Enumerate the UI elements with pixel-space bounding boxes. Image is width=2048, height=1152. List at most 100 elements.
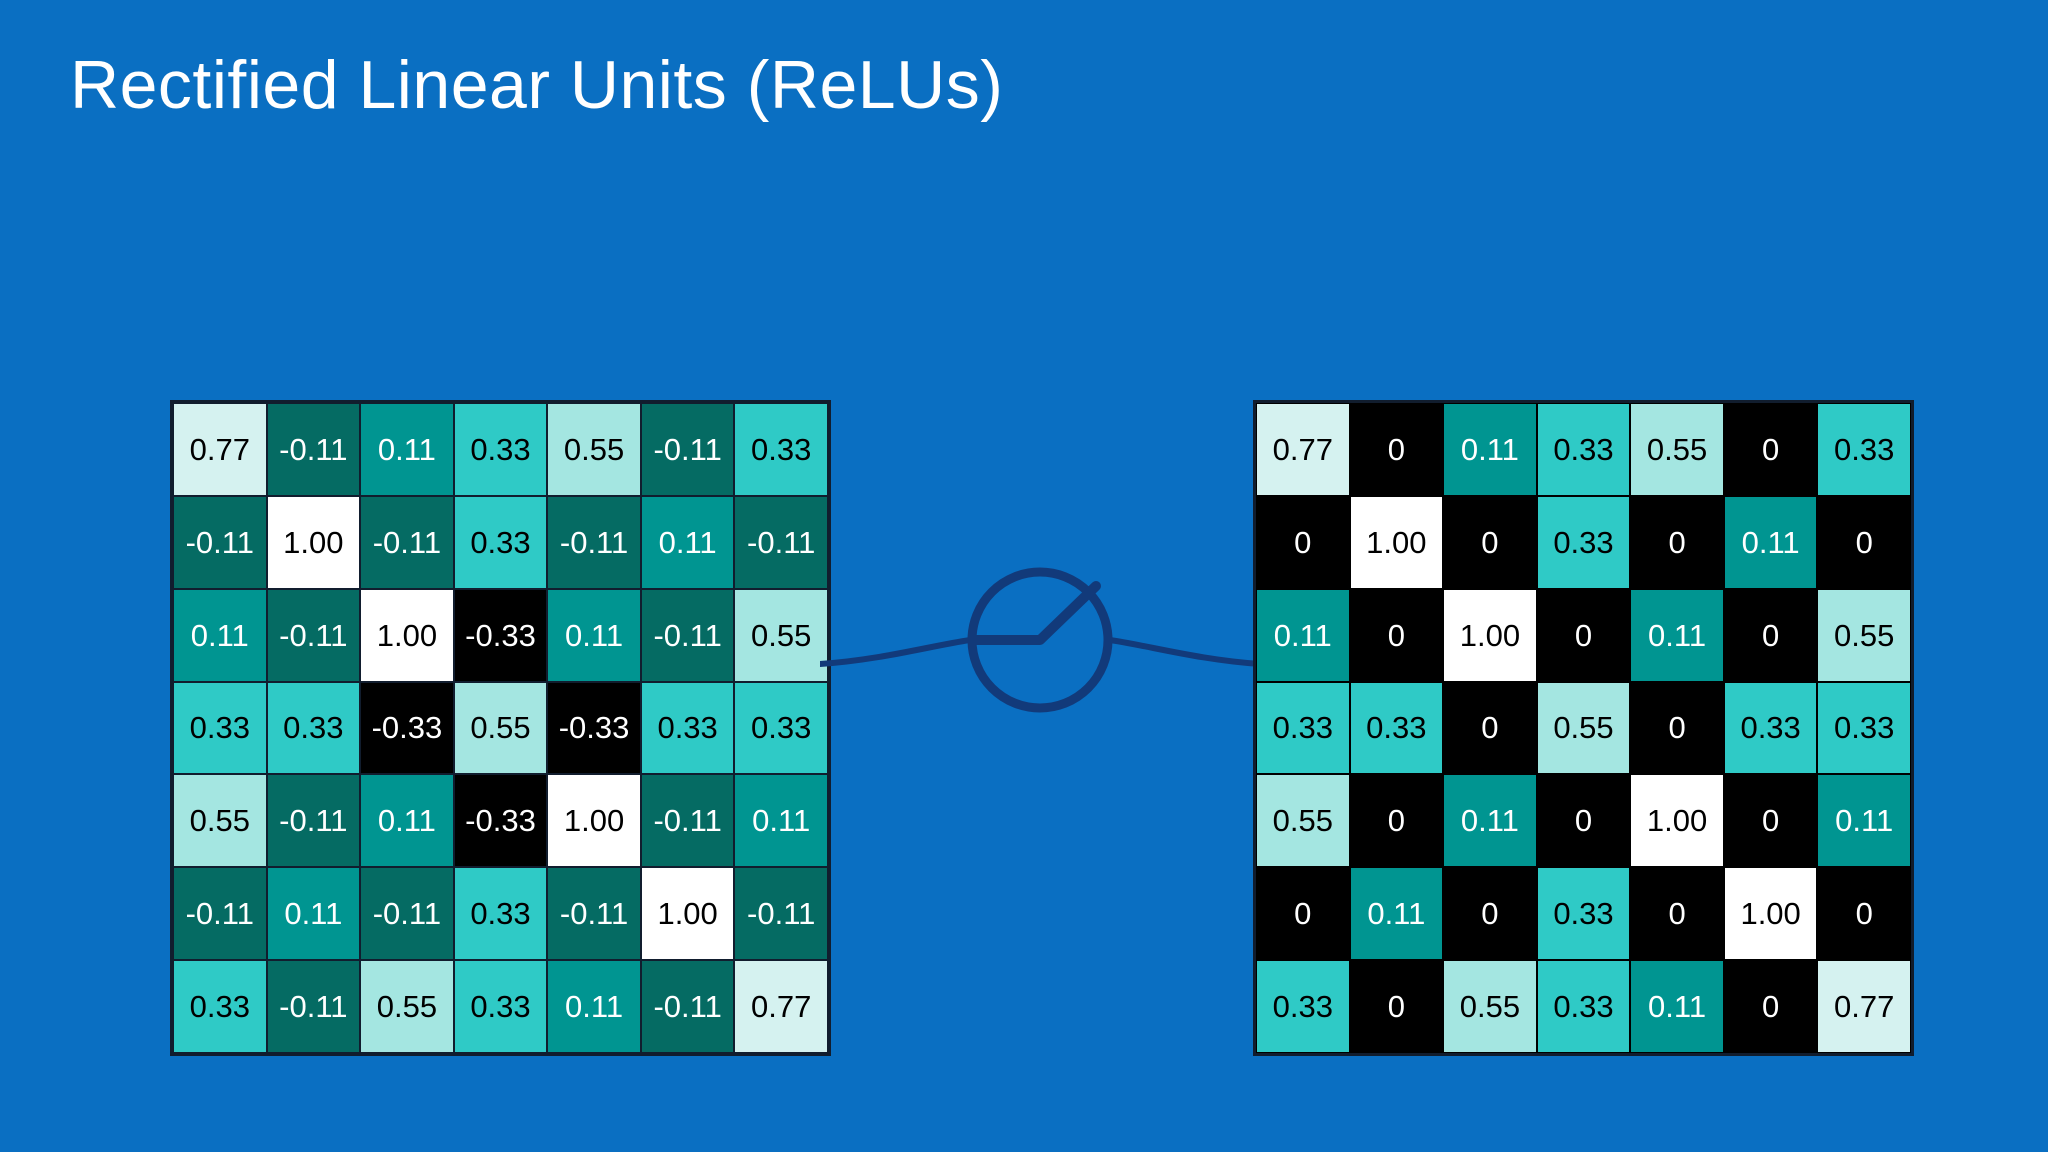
matrix-cell: 0.33 [453, 495, 548, 589]
matrix-cell: 0 [1256, 495, 1350, 589]
matrix-cell: 0.33 [1817, 403, 1911, 496]
matrix-cell: 0.55 [547, 403, 641, 496]
matrix-cell: -0.33 [453, 774, 548, 868]
matrix-cell: 0.11 [1630, 588, 1724, 682]
matrix-cell: -0.33 [547, 681, 641, 775]
matrix-cell: 0.11 [173, 588, 267, 682]
matrix-cell: 0.33 [1349, 681, 1444, 775]
matrix-cell: 0 [1817, 495, 1911, 589]
matrix-cell: 0.33 [1256, 681, 1350, 775]
matrix-cell: 1.00 [547, 774, 641, 868]
matrix-cell: 0.33 [173, 681, 267, 775]
matrix-cell: 0 [1630, 681, 1724, 775]
matrix-cell: 0.11 [1817, 774, 1911, 868]
matrix-cell: 0 [1723, 588, 1818, 682]
matrix-cell: 0 [1536, 774, 1631, 868]
matrix-cell: -0.11 [266, 774, 361, 868]
matrix-cell: 0 [1630, 867, 1724, 961]
matrix-cell: 0.11 [1723, 495, 1818, 589]
matrix-cell: 0.33 [1536, 403, 1631, 496]
matrix-cell: -0.33 [360, 681, 454, 775]
matrix-cell: 0.55 [1443, 960, 1537, 1053]
matrix-cell: -0.11 [734, 867, 828, 961]
matrix-cell: 0.33 [173, 960, 267, 1053]
matrix-cell: -0.11 [266, 588, 361, 682]
matrix-cell: 0 [1723, 960, 1818, 1053]
matrix-cell: 0.33 [734, 681, 828, 775]
matrix-cell: 0.11 [547, 960, 641, 1053]
matrix-cell: 0 [1256, 867, 1350, 961]
matrix-cell: 0 [1349, 960, 1444, 1053]
matrix-cell: 1.00 [266, 495, 361, 589]
matrix-cell: 0 [1349, 588, 1444, 682]
matrix-cell: 0.11 [266, 867, 361, 961]
matrix-cell: 1.00 [1723, 867, 1818, 961]
matrix-cell: 0.55 [1630, 403, 1724, 496]
matrix-cell: 1.00 [1443, 588, 1537, 682]
matrix-cell: 0.55 [453, 681, 548, 775]
matrix-cell: 0.11 [547, 588, 641, 682]
matrix-cell: 0 [1723, 774, 1818, 868]
matrix-cell: 0.77 [1817, 960, 1911, 1053]
matrix-cell: 0.77 [173, 403, 267, 496]
matrix-cell: 0.33 [1817, 681, 1911, 775]
matrix-cell: 0.33 [1536, 960, 1631, 1053]
matrix-cell: -0.11 [640, 960, 735, 1053]
matrix-cell: 0.11 [1256, 588, 1350, 682]
matrix-cell: 0 [1443, 681, 1537, 775]
matrix-cell: 0 [1443, 867, 1537, 961]
matrix-cell: -0.11 [547, 867, 641, 961]
matrix-cell: 0.55 [1536, 681, 1631, 775]
matrix-cell: -0.33 [453, 588, 548, 682]
matrix-cell: 1.00 [640, 867, 735, 961]
matrix-cell: 0.55 [360, 960, 454, 1053]
matrix-cell: 0.11 [1349, 867, 1444, 961]
matrix-cell: 0.33 [1723, 681, 1818, 775]
matrix-cell: 0.33 [734, 403, 828, 496]
matrix-cell: -0.11 [266, 403, 361, 496]
matrix-cell: 0.33 [1256, 960, 1350, 1053]
matrix-cell: 0.11 [1443, 403, 1537, 496]
matrix-cell: -0.11 [547, 495, 641, 589]
matrix-cell: 0.11 [1443, 774, 1537, 868]
matrix-cell: 0.33 [266, 681, 361, 775]
matrix-cell: 0.33 [453, 403, 548, 496]
matrix-cell: 0.11 [1630, 960, 1724, 1053]
matrix-cell: 0.33 [453, 867, 548, 961]
matrix-cell: 0 [1630, 495, 1724, 589]
matrix-cell: 0 [1817, 867, 1911, 961]
matrix-cell: 0.33 [453, 960, 548, 1053]
matrix-cell: -0.11 [734, 495, 828, 589]
matrix-cell: 0 [1723, 403, 1818, 496]
matrix-cell: 0.55 [1256, 774, 1350, 868]
matrix-cell: 0.11 [734, 774, 828, 868]
matrix-cell: -0.11 [640, 588, 735, 682]
matrix-cell: 1.00 [1630, 774, 1724, 868]
matrix-cell: 1.00 [1349, 495, 1444, 589]
matrix-cell: 0.11 [360, 774, 454, 868]
matrix-cell: 0 [1349, 403, 1444, 496]
matrix-cell: 0.11 [640, 495, 735, 589]
matrix-cell: 0 [1349, 774, 1444, 868]
matrix-cell: -0.11 [640, 403, 735, 496]
matrix-cell: 0.55 [173, 774, 267, 868]
matrix-cell: 0.55 [1817, 588, 1911, 682]
matrix-cell: 0.33 [640, 681, 735, 775]
page-title: Rectified Linear Units (ReLUs) [70, 47, 1004, 123]
matrix-cell: 0.77 [1256, 403, 1350, 496]
matrix-cell: -0.11 [640, 774, 735, 868]
matrix-cell: 0.55 [734, 588, 828, 682]
matrix-cell: -0.11 [266, 960, 361, 1053]
matrix-cell: 0.33 [1536, 867, 1631, 961]
matrix-cell: 0.11 [360, 403, 454, 496]
relu-activation-circle-icon [820, 560, 1260, 720]
matrix-cell: -0.11 [173, 867, 267, 961]
matrix-cell: 1.00 [360, 588, 454, 682]
matrix-cell: 0.77 [734, 960, 828, 1053]
matrix-cell: 0 [1536, 588, 1631, 682]
matrix-cell: 0.33 [1536, 495, 1631, 589]
matrix-cell: 0 [1443, 495, 1537, 589]
matrix-cell: -0.11 [173, 495, 267, 589]
